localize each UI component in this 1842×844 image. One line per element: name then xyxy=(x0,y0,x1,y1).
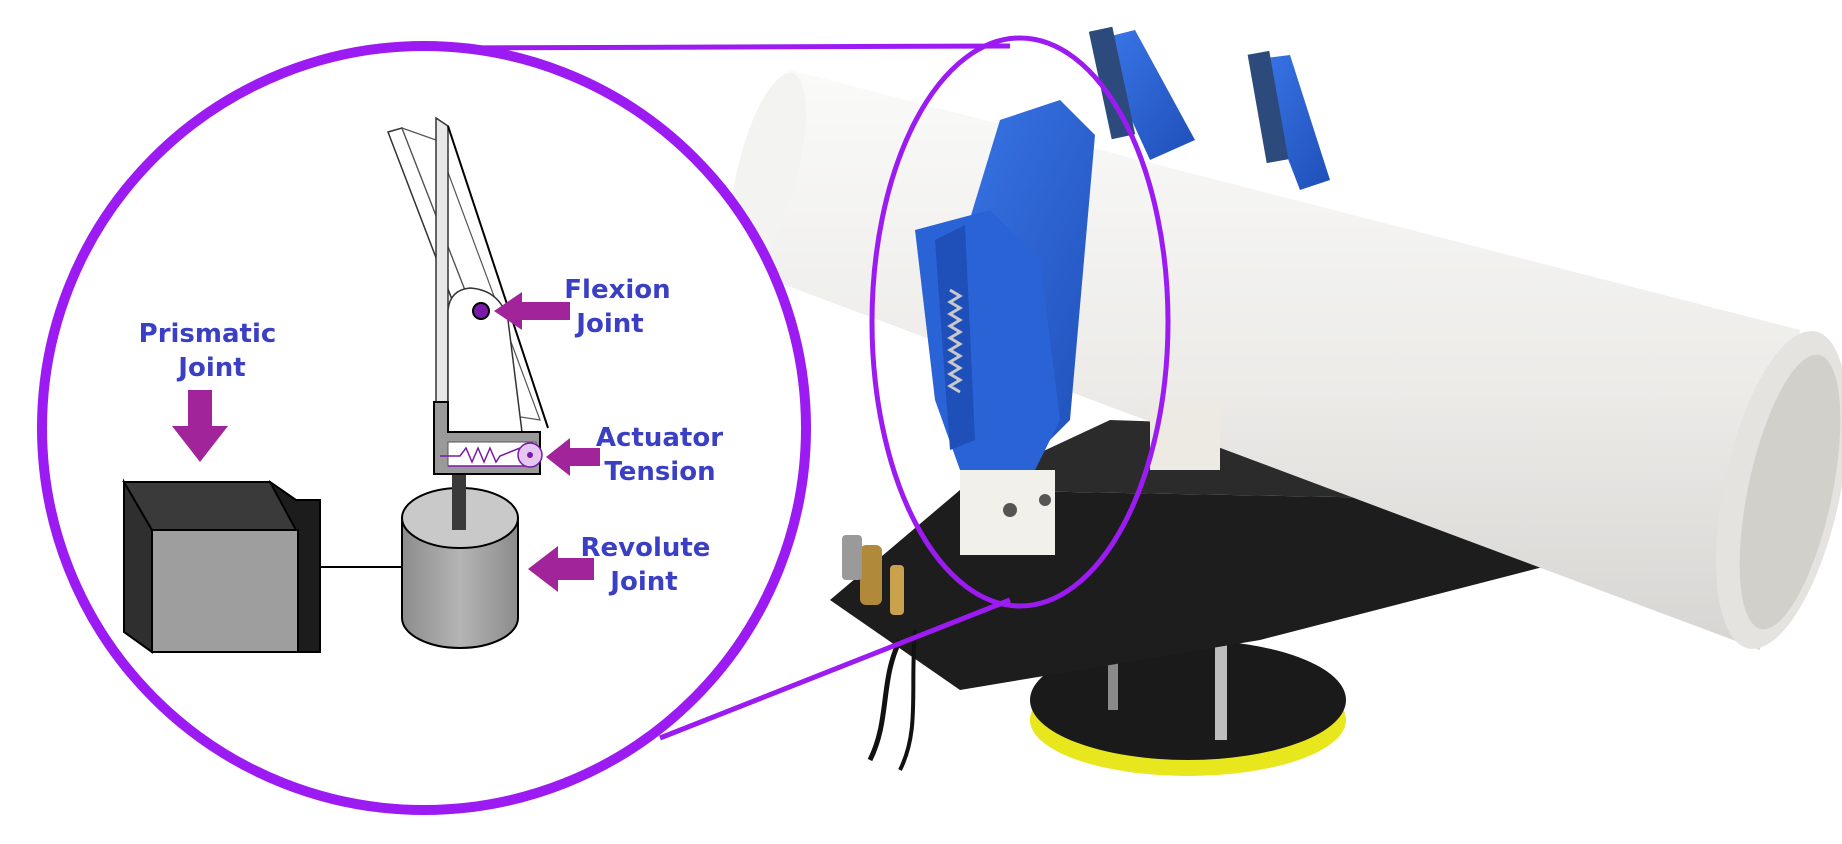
left-arrow-icon xyxy=(528,546,594,592)
left-arrow-icon xyxy=(494,292,570,330)
shaft xyxy=(452,470,466,530)
prismatic-block xyxy=(122,478,321,654)
brass-screw xyxy=(860,545,882,605)
finger-pad xyxy=(1088,26,1136,140)
finger-schematic xyxy=(387,116,549,475)
flexion-joint-label: Flexion Joint xyxy=(564,275,679,339)
actuator-tension-label: Actuator Tension xyxy=(596,423,732,487)
screw xyxy=(842,535,862,580)
prismatic-label-line2: Joint xyxy=(176,353,245,383)
magnifier-circle xyxy=(37,41,811,815)
finger-upright xyxy=(435,116,449,433)
prismatic-label-line1: Prismatic xyxy=(139,319,277,349)
actuator-label-line1: Actuator xyxy=(596,423,723,453)
prismatic-joint-label: Prismatic Joint xyxy=(139,319,286,383)
robot-photo xyxy=(730,26,1842,776)
finger-pad xyxy=(1247,50,1289,164)
gripper-finger-back xyxy=(1095,30,1195,160)
callout-connector xyxy=(449,43,1011,51)
cable xyxy=(898,629,917,771)
callout-connector xyxy=(659,597,1011,741)
callout-ellipse xyxy=(869,35,1171,609)
joint-schematic: Prismatic Joint Flexion Joint Actuator T… xyxy=(122,116,732,654)
revolute-label-line1: Revolute xyxy=(580,533,710,563)
flexion-label-line2: Joint xyxy=(574,309,643,339)
brass-screw xyxy=(890,565,904,615)
revolute-joint-label: Revolute Joint xyxy=(580,533,719,597)
spring xyxy=(947,288,963,394)
tension-spring xyxy=(440,446,521,464)
gripper-front xyxy=(915,100,1095,555)
cable xyxy=(867,638,903,762)
flexion-joint-dot xyxy=(472,302,490,320)
flexion-label-line1: Flexion xyxy=(564,275,670,305)
left-arrow-icon xyxy=(546,438,600,476)
revolute-label-line2: Joint xyxy=(608,567,677,597)
down-arrow-icon xyxy=(172,390,228,462)
actuator-label-line2: Tension xyxy=(604,457,715,487)
